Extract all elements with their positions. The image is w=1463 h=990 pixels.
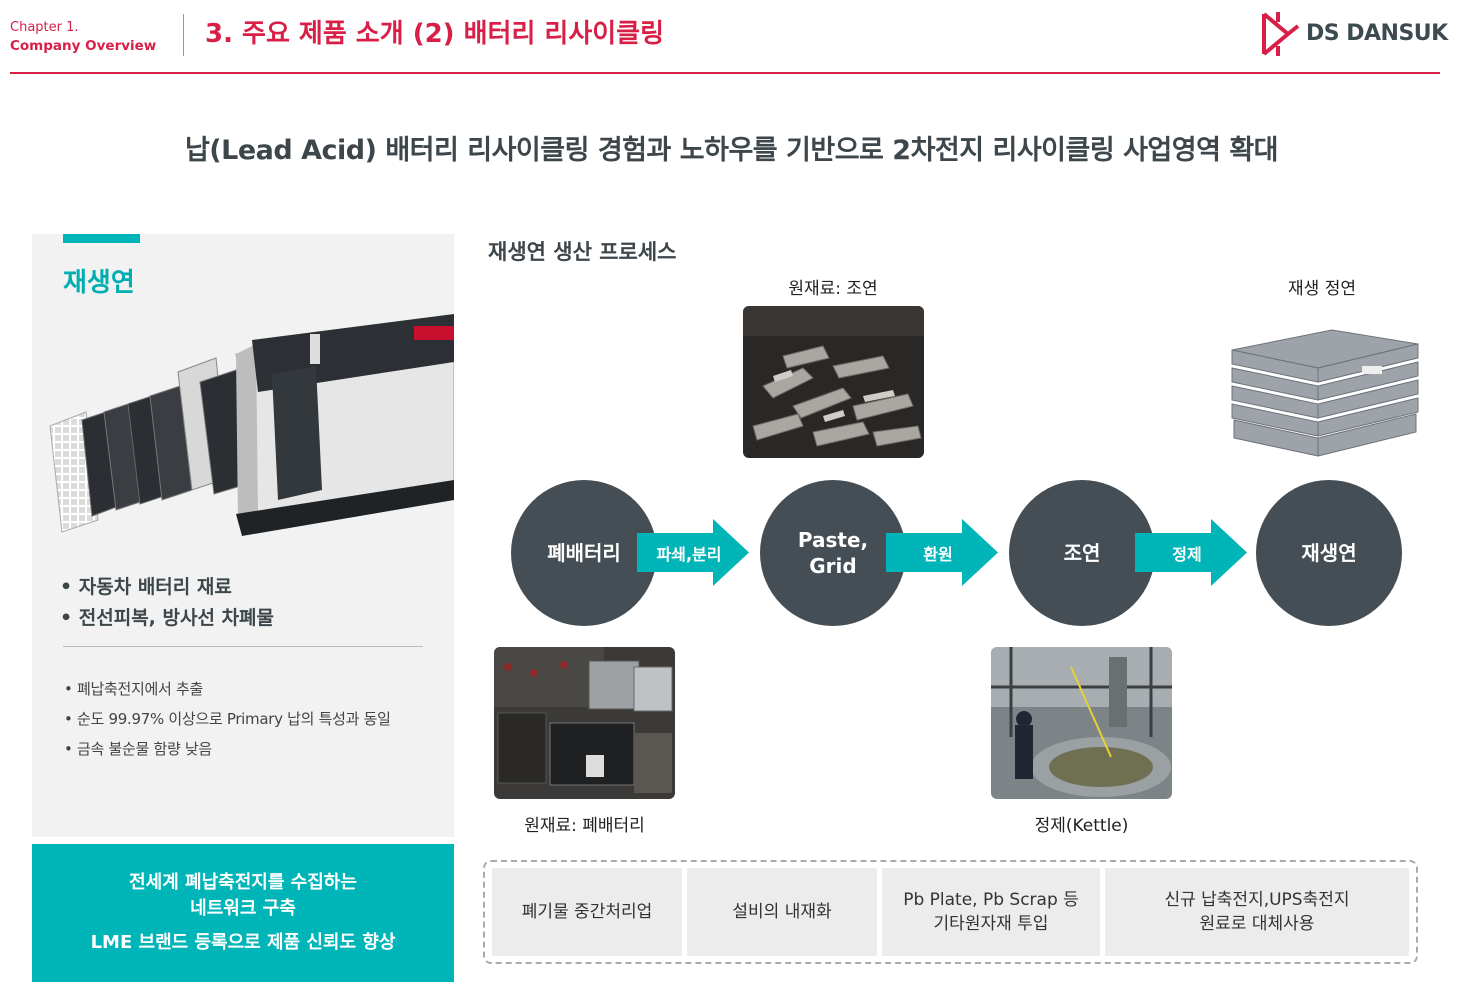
highlight-line-3: LME 브랜드 등록으로 제품 신뢰도 향상	[90, 932, 396, 953]
highlight-line-2: 네트워크 구축	[190, 898, 296, 919]
features-list: 폐납축전지에서 추출 순도 99.97% 이상으로 Primary 납의 특성과…	[64, 674, 391, 764]
caption-raw-battery: 원재료: 폐배터리	[524, 816, 645, 836]
step-crude-lead: 조연	[1009, 480, 1155, 626]
benefit-text: 설비의 내재화	[732, 902, 832, 922]
main-uses-list: 자동차 배터리 재료 전선피복, 방사선 차폐물	[60, 572, 274, 634]
logo-text: DS DANSUK	[1306, 21, 1448, 46]
battery-exploded-illustration	[49, 314, 454, 536]
lead-ingot-photo	[1222, 316, 1422, 462]
step-paste-grid: Paste, Grid	[760, 480, 906, 626]
header-divider	[183, 14, 184, 56]
arrow-label: 파쇄,분리	[656, 544, 722, 564]
list-item: 폐납축전지에서 추출	[64, 674, 391, 704]
benefit-text: 신규 납축전지,UPS축전지	[1164, 890, 1350, 910]
list-item: 순도 99.97% 이상으로 Primary 납의 특성과 동일	[64, 704, 391, 734]
benefit-cell: Pb Plate, Pb Scrap 등 기타원자재 투입	[882, 868, 1100, 956]
benefit-text: 기타원자재 투입	[933, 914, 1049, 934]
caption-raw-slag: 원재료: 조연	[788, 279, 878, 299]
recycled-lead-panel: 재생연 자동차 배터리 재료 전선피복, 방사선 차폐물 폐납축전지에서	[32, 234, 454, 837]
divider	[63, 646, 423, 647]
highlight-line-1: 전세계 폐납축전지를 수집하는	[129, 872, 357, 893]
list-item: 전선피복, 방사선 차폐물	[60, 603, 274, 634]
step-recycled-lead: 재생연	[1256, 480, 1402, 626]
chapter-name: Company Overview	[10, 38, 157, 54]
arrow-reduction: 환원	[886, 519, 998, 586]
benefits-frame	[483, 860, 1418, 964]
benefit-text: 폐기물 중간처리업	[521, 902, 653, 922]
slag-photo	[743, 306, 924, 458]
list-item: 금속 불순물 함량 낮음	[64, 734, 391, 764]
refining-kettle-photo	[991, 647, 1172, 799]
arrow-label: 환원	[923, 544, 953, 564]
benefit-cell: 설비의 내재화	[687, 868, 877, 956]
panel-title: 재생연	[63, 268, 135, 298]
panel-accent-bar	[63, 234, 140, 243]
chapter-label: Chapter 1. Company Overview	[10, 18, 156, 56]
headline: 납(Lead Acid) 배터리 리사이클링 경험과 노하우를 기반으로 2차전…	[184, 135, 1279, 166]
step-waste-battery: 폐배터리	[511, 480, 657, 626]
page-title: 3. 주요 제품 소개 (2) 배터리 리사이클링	[205, 19, 665, 49]
list-item: 자동차 배터리 재료	[60, 572, 274, 603]
waste-battery-photo	[494, 647, 675, 799]
arrow-label: 정제	[1172, 544, 1202, 564]
header-rule	[10, 72, 1440, 74]
network-highlight-box: 전세계 폐납축전지를 수집하는 네트워크 구축 LME 브랜드 등록으로 제품 …	[32, 844, 454, 982]
benefit-cell: 신규 납축전지,UPS축전지 원료로 대체사용	[1105, 868, 1409, 956]
benefit-text: Pb Plate, Pb Scrap 등	[903, 890, 1079, 910]
benefit-text: 원료로 대체사용	[1199, 914, 1315, 934]
arrow-refining: 정제	[1135, 519, 1247, 586]
benefit-cell: 폐기물 중간처리업	[492, 868, 682, 956]
arrow-crush-separate: 파쇄,분리	[637, 519, 749, 586]
caption-kettle: 정제(Kettle)	[1034, 816, 1129, 836]
chapter-number: Chapter 1.	[10, 20, 79, 35]
caption-recycled-ingot: 재생 정연	[1288, 279, 1356, 299]
company-logo: DS DANSUK	[1258, 10, 1448, 58]
process-title: 재생연 생산 프로세스	[488, 240, 677, 264]
ds-logo-icon	[1262, 12, 1300, 56]
